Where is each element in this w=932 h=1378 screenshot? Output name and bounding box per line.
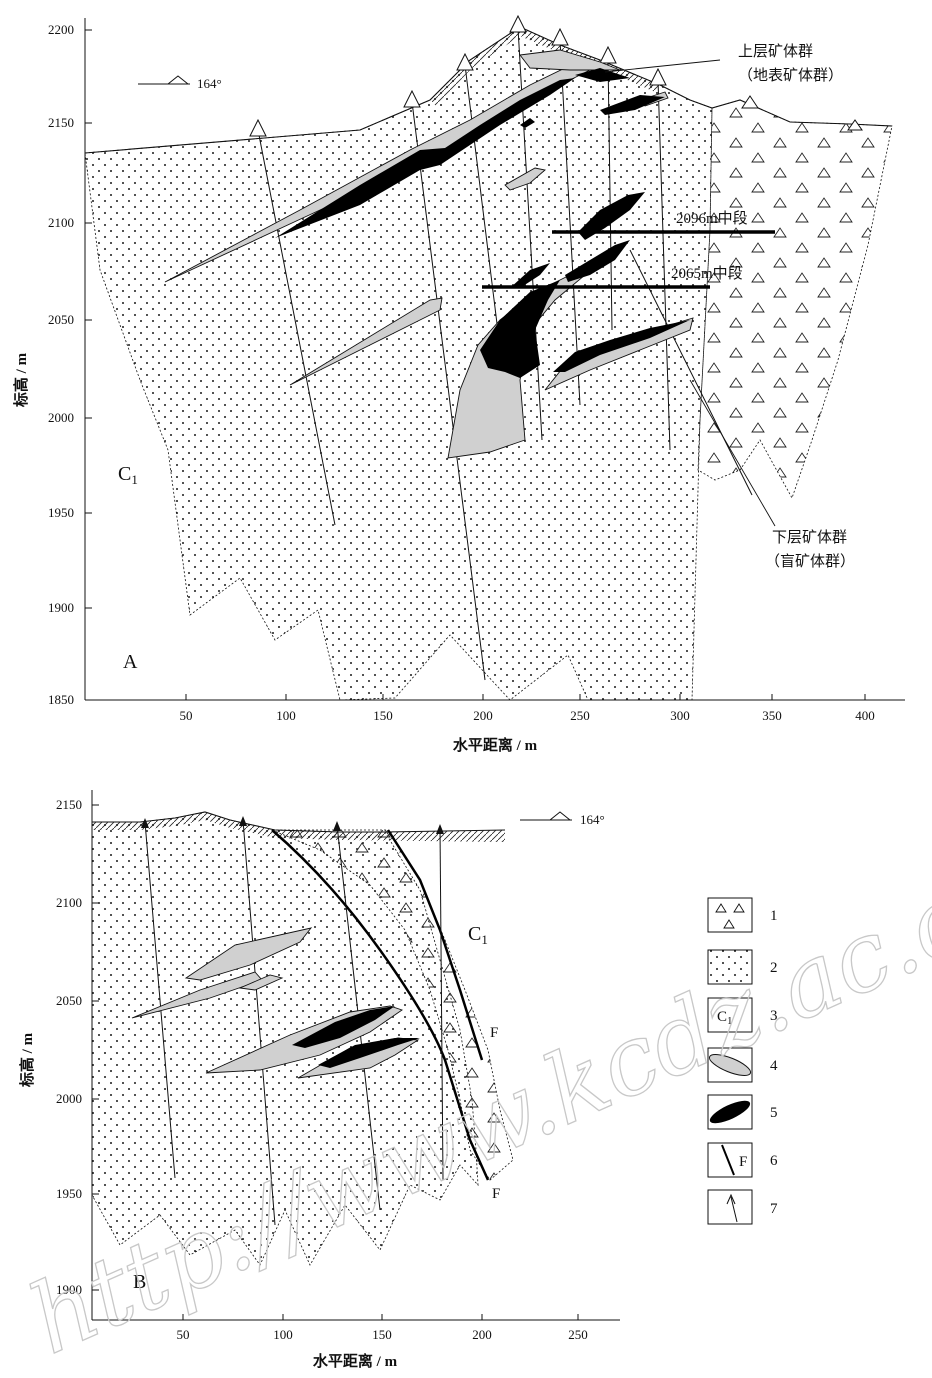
legend: 1 2 C1 3 4 5 F 6 xyxy=(707,897,778,1225)
x-tick-a: 300 xyxy=(670,708,690,723)
x-tick-a: 150 xyxy=(373,708,393,723)
y-tick-a: 2150 xyxy=(48,115,74,130)
y-ticks-b: 2150 2100 2050 2000 1950 1900 xyxy=(56,797,82,1297)
upper-group-leader xyxy=(604,59,721,73)
x-tick-a: 50 xyxy=(180,708,193,723)
y-tick-b: 2100 xyxy=(56,895,82,910)
legend-num: 2 xyxy=(770,960,778,976)
x-tick-a: 350 xyxy=(762,708,782,723)
y-tick-a: 1900 xyxy=(48,600,74,615)
legend-item-1: 1 xyxy=(707,897,778,933)
upper-group-label-1: 上层矿体群 xyxy=(738,43,813,60)
y-tick-b: 1900 xyxy=(56,1282,82,1297)
level-label-2096: 2096m中段 xyxy=(676,210,748,227)
legend-item-5: 5 xyxy=(707,1094,778,1130)
x-tick-a: 100 xyxy=(276,708,296,723)
x-tick-a: 200 xyxy=(473,708,493,723)
x-tick-b: 200 xyxy=(472,1327,492,1342)
y-tick-a: 2050 xyxy=(48,312,74,327)
legend-stratum-code: C1 xyxy=(717,1009,733,1027)
fault-label-upper-b: F xyxy=(490,1025,498,1041)
legend-item-4: 4 xyxy=(707,1047,778,1083)
x-tick-b: 250 xyxy=(568,1327,588,1342)
azimuth-label-b: 164° xyxy=(580,812,605,827)
y-tick-b: 2150 xyxy=(56,797,82,812)
azimuth-symbol-b xyxy=(520,811,572,821)
surface-hatch-a xyxy=(430,27,660,106)
y-tick-b: 1950 xyxy=(56,1186,82,1201)
legend-num: 4 xyxy=(770,1058,778,1074)
y-axis-label-b: 标高 / m xyxy=(18,1032,36,1088)
breccia-body-a xyxy=(697,99,893,499)
azimuth-symbol-a xyxy=(138,75,190,85)
x-tick-a: 250 xyxy=(570,708,590,723)
legend-num: 3 xyxy=(770,1008,778,1024)
legend-num: 1 xyxy=(770,908,778,924)
panel-label-b: B xyxy=(133,1271,146,1293)
y-tick-a: 2100 xyxy=(48,215,74,230)
x-tick-b: 100 xyxy=(273,1327,293,1342)
y-tick-a: 1950 xyxy=(48,505,74,520)
legend-item-7: 7 xyxy=(707,1189,778,1225)
stratum-label-b: C1 xyxy=(468,923,488,947)
x-ticks-b: 50 100 150 200 250 xyxy=(177,1327,588,1342)
legend-item-6: F 6 xyxy=(707,1142,778,1178)
drill-hole-markers-b xyxy=(141,816,444,834)
x-tick-b: 150 xyxy=(372,1327,392,1342)
legend-item-2: 2 xyxy=(707,949,778,985)
sandstone-body-a xyxy=(84,26,713,701)
upper-group-label-2: （地表矿体群） xyxy=(738,67,843,84)
fault-label-lower-b: F xyxy=(492,1186,500,1202)
legend-fault-code: F xyxy=(739,1154,747,1170)
lower-group-leader xyxy=(689,379,776,527)
drill-hole-markers-a xyxy=(249,14,863,137)
ore-lenses-black-a xyxy=(275,68,690,378)
stratum-label-a: C1 xyxy=(118,463,138,487)
lower-group-label-1: 下层矿体群 xyxy=(772,529,847,546)
ore-lenses-black-b xyxy=(292,1006,420,1068)
x-axis-label-a: 水平距离 / m xyxy=(453,736,538,754)
y-tick-b: 2000 xyxy=(56,1091,82,1106)
fault-line-lower-b xyxy=(386,829,484,1061)
x-tick-b: 50 xyxy=(177,1327,190,1342)
fault-line-upper-b xyxy=(271,829,490,1181)
surface-hatch-b xyxy=(92,812,505,842)
y-tick-a: 2200 xyxy=(48,22,74,37)
panel-label-a: A xyxy=(123,651,138,673)
y-ticks-a: 2200 2150 2100 2050 2000 1950 1900 1850 xyxy=(48,22,74,707)
y-tick-b: 2050 xyxy=(56,993,82,1008)
azimuth-label-a: 164° xyxy=(197,76,222,91)
y-tick-a: 1850 xyxy=(48,692,74,707)
x-tick-a: 400 xyxy=(855,708,875,723)
y-tick-a: 2000 xyxy=(48,410,74,425)
x-ticks-a: 50 100 150 200 250 300 350 400 xyxy=(180,708,875,723)
level-label-2065: 2065m中段 xyxy=(671,265,743,282)
legend-num: 6 xyxy=(770,1153,778,1169)
legend-num: 7 xyxy=(770,1201,778,1217)
legend-num: 5 xyxy=(770,1105,778,1121)
y-axis-label-a: 标高 / m xyxy=(12,352,30,408)
axes-b xyxy=(91,790,620,1321)
panel-b: C1 F F B 164° 2150 2100 xyxy=(18,790,620,1370)
axes-a xyxy=(84,18,905,701)
x-axis-label-b: 水平距离 / m xyxy=(313,1352,398,1370)
legend-item-3: C1 3 xyxy=(707,997,778,1033)
panel-a: 2096m中段 2065m中段 上层矿体群 （地表矿体群） 下层矿体群 （盲矿体… xyxy=(12,14,905,754)
lower-group-label-2: （盲矿体群） xyxy=(765,553,855,570)
